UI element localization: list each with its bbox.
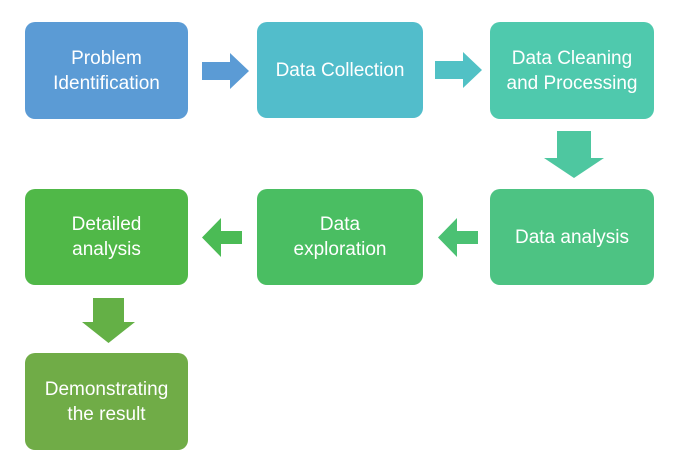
- arrow-left-shape: [438, 218, 478, 257]
- node-label: Data analysis: [514, 226, 630, 248]
- flow-node-data-exploration: Data exploration: [257, 189, 423, 285]
- node-label: Data Collection: [275, 59, 405, 81]
- flow-node-detailed-analysis: Detailed analysis: [25, 189, 188, 285]
- flow-node-problem-identification: Problem Identification: [25, 22, 188, 119]
- arrow-down-icon: [544, 131, 604, 178]
- node-label: Detailed analysis: [71, 214, 142, 260]
- arrow-down-shape: [82, 298, 135, 343]
- arrow-left-icon: [202, 218, 242, 257]
- arrow-right-shape: [202, 53, 249, 89]
- flow-node-demonstrating-result: Demonstrating the result: [25, 353, 188, 450]
- arrow-left-icon: [438, 218, 478, 257]
- node-label: Demonstrating the result: [44, 378, 169, 425]
- flow-node-data-cleaning-processing: Data Cleaning and Processing: [490, 22, 654, 119]
- arrow-right-icon: [202, 53, 249, 89]
- arrow-right-icon: [435, 52, 482, 88]
- arrow-down-icon: [82, 298, 135, 343]
- arrow-left-shape: [202, 218, 242, 257]
- node-label: Data Cleaning and Processing: [506, 47, 638, 94]
- arrow-right-shape: [435, 52, 482, 88]
- node-label: Problem Identification: [53, 47, 160, 94]
- flow-node-data-collection: Data Collection: [257, 22, 423, 118]
- node-label: Data exploration: [293, 214, 387, 260]
- arrow-down-shape: [544, 131, 604, 178]
- flow-node-data-analysis: Data analysis: [490, 189, 654, 285]
